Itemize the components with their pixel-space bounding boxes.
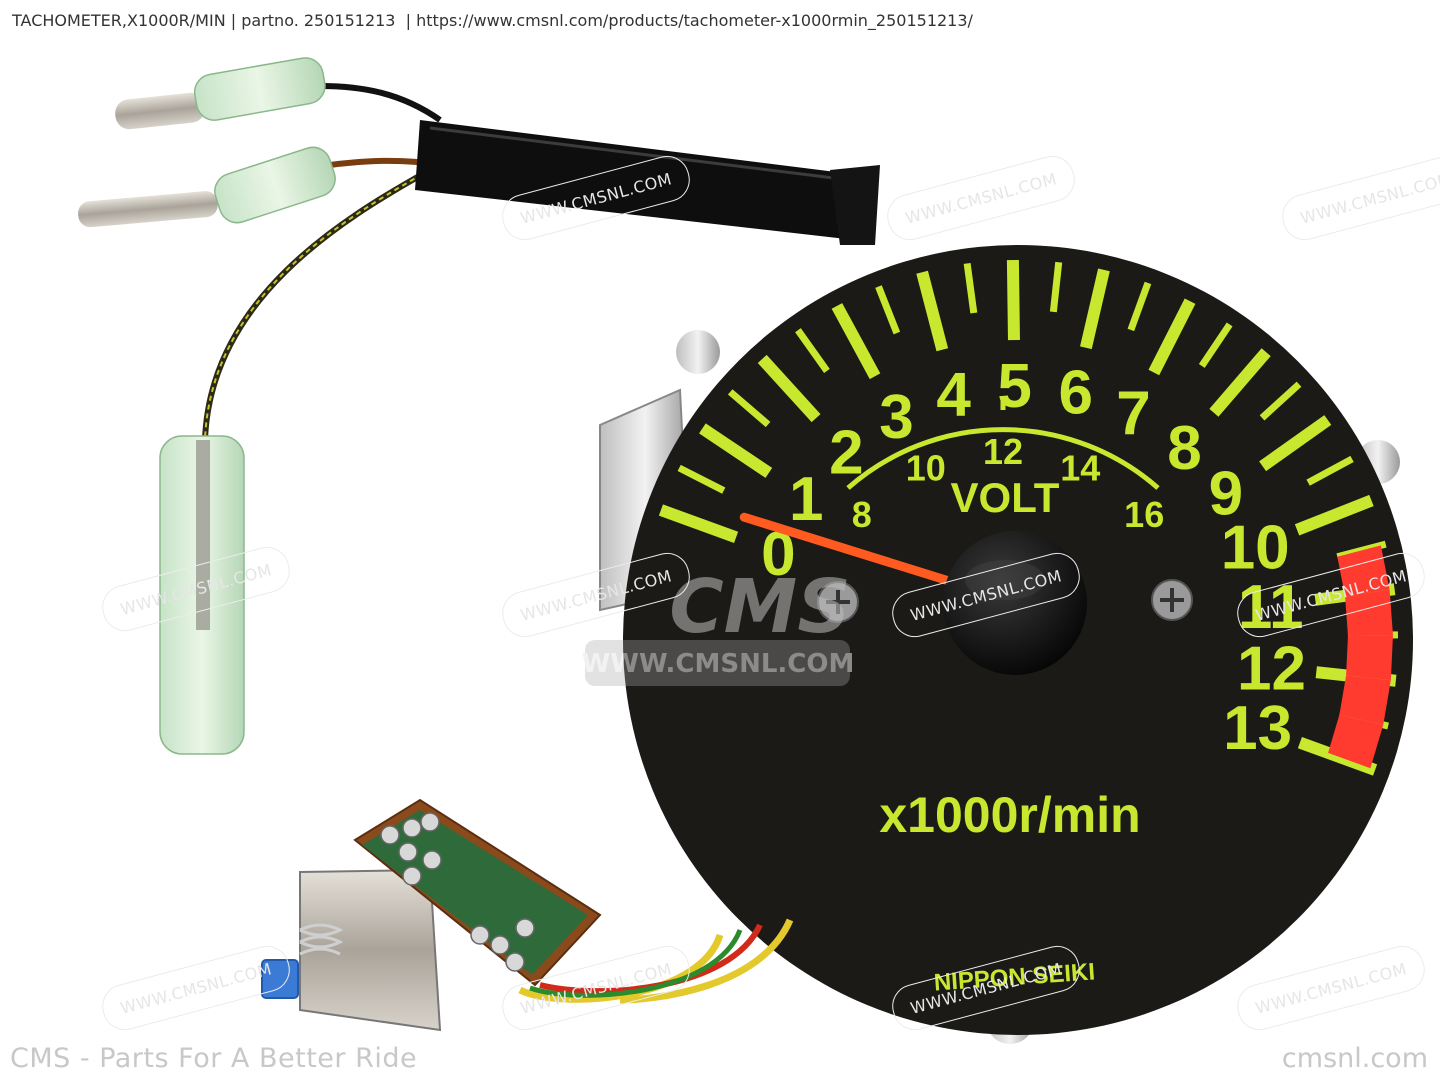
- logo-url: WWW.CMSNL.COM: [582, 649, 855, 679]
- logo-brand: CMS: [669, 564, 850, 650]
- major-tick: [658, 504, 739, 544]
- watermark: WWW.CMSNL.COM: [497, 940, 695, 1036]
- rpm-label: 4: [936, 360, 971, 429]
- insulated-connector: [159, 435, 245, 755]
- volt-tick-label: 14: [1060, 447, 1100, 488]
- black-sleeve: [415, 120, 860, 240]
- minor-tick: [727, 389, 771, 428]
- rpm-label: 2: [829, 418, 863, 487]
- watermark: WWW.CMSNL.COM: [887, 940, 1085, 1036]
- volt-label: VOLT: [951, 474, 1060, 521]
- rpm-label: 11: [1238, 573, 1304, 642]
- minor-tick: [1306, 455, 1354, 486]
- redline-segment: [1328, 714, 1384, 769]
- redline-segment: [1345, 589, 1393, 636]
- rpm-label: 5: [997, 352, 1031, 421]
- rpm-label: 8: [1167, 414, 1201, 483]
- mount-tab-left: [676, 330, 720, 374]
- volt-scale: 8 10 12 14 16: [852, 431, 1164, 535]
- push-button: [261, 959, 299, 999]
- black-wire: [319, 83, 442, 123]
- screw-left: [817, 581, 859, 623]
- minor-tick: [1049, 261, 1063, 313]
- redline-zone: [1328, 545, 1393, 769]
- volt-arc: [846, 427, 1160, 490]
- minor-tick: [963, 262, 978, 314]
- watermark: WWW.CMSNL.COM: [1232, 547, 1430, 643]
- screw-right: [1151, 579, 1193, 621]
- page-caption: TACHOMETER,X1000R/MIN | partno. 25015121…: [12, 11, 973, 30]
- rpm-tick-marks: [658, 259, 1399, 776]
- watermark: WWW.CMSNL.COM: [97, 541, 295, 637]
- volt-tick-label: 16: [1124, 494, 1164, 535]
- volt-tick-label: 10: [906, 447, 946, 488]
- volt-tick-label: 12: [983, 431, 1023, 472]
- rpm-label: 6: [1058, 359, 1092, 428]
- major-tick: [699, 423, 773, 478]
- wire-harness: [202, 83, 880, 441]
- major-tick: [1209, 348, 1271, 417]
- watermark: WWW.CMSNL.COM: [1277, 150, 1440, 246]
- major-tick: [1294, 494, 1374, 536]
- center-knob: [943, 531, 1087, 675]
- unit-label: x1000r/min: [879, 787, 1140, 843]
- watermark: WWW.CMSNL.COM: [887, 547, 1085, 643]
- footer-tagline: CMS - Parts For A Better Ride: [10, 1043, 418, 1074]
- watermark: WWW.CMSNL.COM: [882, 150, 1080, 246]
- redline-segment: [1346, 634, 1393, 681]
- switch-assembly: [261, 798, 794, 1032]
- minor-tick: [1198, 322, 1233, 368]
- rpm-label: 3: [879, 383, 913, 452]
- spring: [299, 923, 344, 956]
- bracket: [299, 868, 442, 1032]
- rpm-label: 12: [1237, 634, 1306, 703]
- watermark: WWW.CMSNL.COM: [497, 547, 695, 643]
- major-tick: [1006, 259, 1020, 341]
- major-tick: [1080, 268, 1110, 350]
- rpm-label: 7: [1116, 380, 1150, 449]
- watermark: WWW.CMSNL.COM: [1232, 940, 1430, 1036]
- footer-site: cmsnl.com: [1281, 1043, 1428, 1074]
- rpm-label: 9: [1209, 459, 1243, 528]
- rpm-label: 13: [1223, 694, 1292, 763]
- minor-tick: [1259, 381, 1302, 421]
- watermark: WWW.CMSNL.COM: [497, 150, 695, 246]
- bullet-connector-1: [115, 57, 326, 130]
- major-tick: [1259, 415, 1332, 472]
- cms-logo-watermark: CMS WWW.CMSNL.COM: [582, 564, 855, 686]
- major-tick: [1148, 298, 1196, 376]
- minor-tick: [677, 464, 726, 494]
- redline-segment: [1337, 545, 1390, 596]
- major-tick: [916, 270, 949, 352]
- redline-segment: [1339, 675, 1391, 725]
- rpm-label: 1: [789, 465, 823, 534]
- major-tick: [757, 354, 821, 423]
- volt-tick-label: 8: [852, 494, 872, 535]
- watermark: WWW.CMSNL.COM: [97, 940, 295, 1036]
- bullet-connector-2: [78, 146, 336, 228]
- minor-tick: [1127, 281, 1152, 332]
- major-tick: [831, 303, 881, 380]
- minor-tick: [875, 285, 901, 335]
- minor-tick: [795, 328, 830, 373]
- rpm-label: 10: [1221, 513, 1290, 582]
